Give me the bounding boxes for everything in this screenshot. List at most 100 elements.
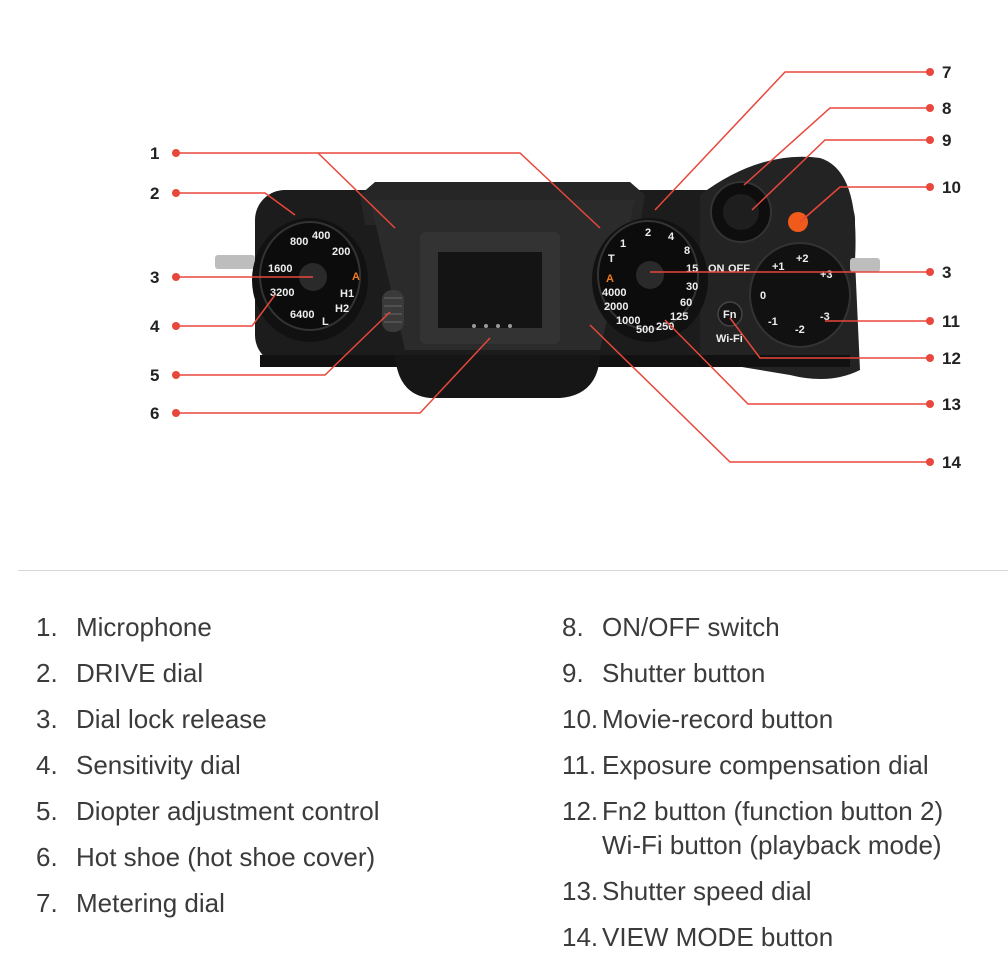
movie-record-button: [788, 212, 808, 232]
legend-number: 13.: [562, 876, 599, 906]
legend-number: 3.: [36, 704, 58, 734]
svg-text:0: 0: [760, 290, 766, 302]
svg-text:T: T: [608, 253, 615, 265]
callout-number: 9: [942, 131, 951, 150]
callout-number: 2: [150, 184, 159, 203]
svg-text:800: 800: [290, 236, 308, 248]
callout-number: 11: [942, 312, 960, 331]
legend-item: 13.Shutter speed dial: [562, 874, 943, 908]
svg-text:200: 200: [332, 246, 350, 258]
iso-dial-markings: 800 400 200 A H1 H2 L 6400 3200 1600: [268, 230, 360, 328]
svg-text:8: 8: [684, 245, 690, 257]
svg-text:OFF: OFF: [728, 263, 750, 275]
callout-numbers-left: 1 2 3 4 5 6: [150, 144, 160, 423]
legend-number: 10.: [562, 704, 599, 734]
legend-label: DRIVE dial: [76, 658, 204, 688]
svg-text:400: 400: [312, 230, 330, 242]
callout-line-6: [176, 337, 491, 414]
legend-number: 14.: [562, 922, 599, 952]
legend-label: ON/OFF switch: [602, 612, 780, 642]
svg-text:1000: 1000: [616, 315, 640, 327]
legend-label: Shutter button: [602, 658, 766, 688]
svg-text:A: A: [352, 271, 360, 283]
legend-item: 12.Fn2 button (function button 2) Wi-Fi …: [562, 794, 943, 862]
svg-text:+3: +3: [820, 269, 833, 281]
svg-text:4000: 4000: [602, 287, 626, 299]
callout-line-14: [589, 324, 930, 463]
svg-text:H2: H2: [335, 303, 349, 315]
svg-text:+1: +1: [772, 261, 785, 273]
legend-item: 8. ON/OFF switch: [562, 610, 943, 644]
svg-text:4: 4: [668, 231, 675, 243]
svg-text:3200: 3200: [270, 287, 294, 299]
svg-text:-1: -1: [768, 316, 778, 328]
svg-text:500: 500: [636, 324, 654, 336]
legend-item: 9.Shutter button: [562, 656, 943, 690]
svg-text:2000: 2000: [604, 301, 628, 313]
svg-text:1: 1: [620, 238, 626, 250]
legend-label: VIEW MODE button: [602, 922, 834, 952]
legend-item: 1. Microphone: [36, 610, 379, 644]
legend-number: 5.: [36, 796, 58, 826]
shutter-speed-dial: [592, 218, 708, 342]
svg-text:125: 125: [670, 311, 688, 323]
callout-line-5: [176, 311, 391, 376]
legend-label: Fn2 button (function button 2) Wi-Fi but…: [602, 796, 944, 860]
svg-text:Wi-Fi: Wi-Fi: [716, 333, 743, 345]
callout-line-13: [664, 319, 930, 405]
callout-number: 3: [150, 268, 159, 287]
svg-text:6400: 6400: [290, 309, 314, 321]
callout-number: 7: [942, 63, 951, 82]
legend-label: Shutter speed dial: [602, 876, 812, 906]
legend-item: 14.VIEW MODE button: [562, 920, 943, 954]
callout-line-7: [654, 71, 930, 211]
svg-text:30: 30: [686, 281, 698, 293]
lens-mount: [395, 355, 600, 398]
legend-item: 11.Exposure compensation dial: [562, 748, 943, 782]
callout-dots: [172, 68, 934, 466]
legend-label: Diopter adjustment control: [76, 796, 380, 826]
svg-text:15: 15: [686, 263, 698, 275]
legend-label: Sensitivity dial: [76, 750, 241, 780]
legend-number: 1.: [36, 612, 58, 642]
callout-number: 13: [942, 395, 961, 414]
callout-line-1: [176, 152, 601, 229]
svg-text:+2: +2: [796, 253, 809, 265]
callout-number: 14: [942, 453, 961, 472]
legend-item: 7.Metering dial: [36, 886, 379, 920]
sensitivity-dial: [252, 218, 368, 342]
svg-text:L: L: [322, 316, 329, 328]
callout-line-9: [751, 139, 930, 211]
svg-text:-3: -3: [820, 311, 830, 323]
callout-number: 8: [942, 99, 951, 118]
callout-number: 4: [150, 317, 160, 336]
diopter-wheel: [382, 290, 404, 332]
svg-text:H1: H1: [340, 288, 354, 300]
callout-number: 10: [942, 178, 961, 197]
callout-numbers-right: 7 8 9 10 3 11 12 13 14: [942, 63, 961, 472]
legend-list-left: 1. Microphone 2. DRIVE dial 3. Dial lock re…: [36, 610, 379, 932]
callout-line-2: [176, 192, 296, 216]
callout-line-10: [799, 186, 930, 223]
callout-line-8: [743, 107, 930, 186]
callout-number: 1: [150, 144, 159, 163]
svg-text:ON: ON: [708, 263, 725, 275]
camera-diagram: 800 400 200 A H1 H2 L 6400 3200 1600 1 2…: [150, 63, 961, 472]
exposure-compensation-dial: 0 +1 +2 +3 -1 -2 -3: [749, 242, 851, 348]
svg-text:1600: 1600: [268, 263, 292, 275]
legend-number: 7.: [36, 888, 58, 918]
legend-item: 5. Diopter adjustment control: [36, 794, 379, 828]
legend-number: 11.: [562, 750, 597, 780]
legend-number: 8.: [562, 612, 584, 642]
legend-label: Microphone: [76, 612, 212, 642]
legend-item: 10.Movie-record button: [562, 702, 943, 736]
legend-item: 6.Hot shoe (hot shoe cover): [36, 840, 379, 874]
legend-label: Hot shoe (hot shoe cover): [76, 842, 376, 872]
legend-list-right: 8. ON/OFF switch 9.Shutter button 10.Movi…: [562, 610, 943, 966]
legend-number: 2.: [36, 658, 58, 688]
svg-text:-2: -2: [795, 324, 805, 336]
legend-label: Dial lock release: [76, 704, 267, 734]
svg-text:A: A: [606, 273, 614, 285]
legend-item: 3. Dial lock release: [36, 702, 379, 736]
callout-number: 3: [942, 263, 951, 282]
